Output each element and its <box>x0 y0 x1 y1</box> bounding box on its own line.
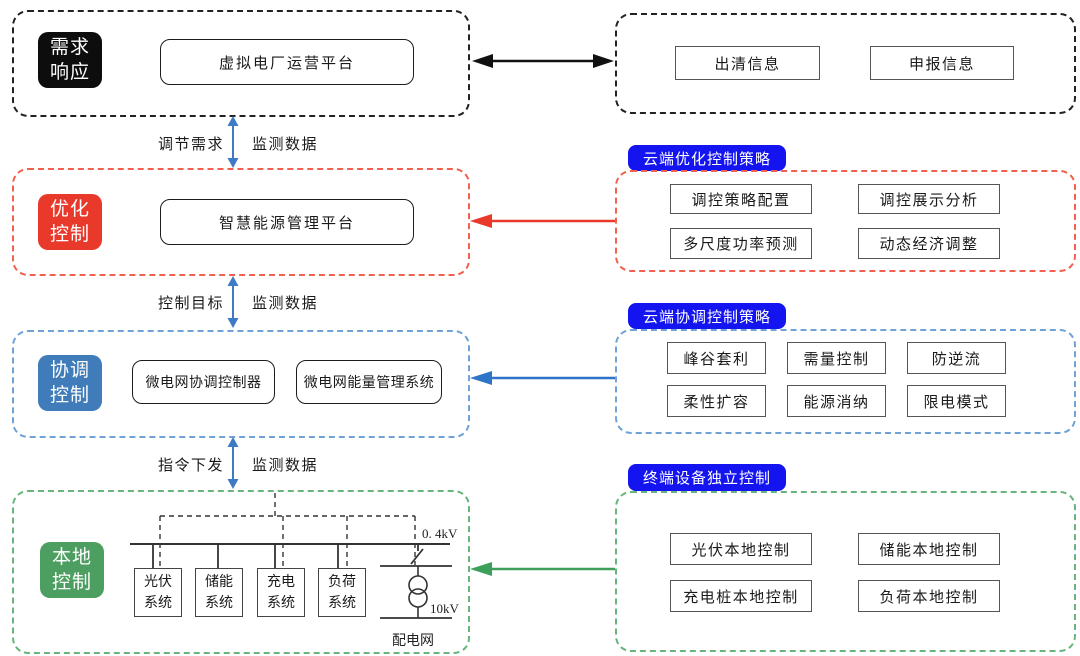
optimize-strategy-arrow <box>470 214 615 228</box>
tag-line: 优化 <box>49 199 90 220</box>
arrowhead-left <box>470 562 492 576</box>
bus-voltage-label: 0. 4kV <box>422 526 458 541</box>
storage-local-control-box: 储能本地控制 <box>858 533 1000 565</box>
coordinate-control-panel <box>12 330 470 438</box>
peak-valley-arbitrage-box: 峰谷套利 <box>667 342 766 374</box>
coordinate-strategy-arrow <box>470 371 615 385</box>
box-line: 光伏 <box>144 574 172 590</box>
box-line: 系统 <box>205 595 233 611</box>
load-system-box: 负荷 系统 <box>318 568 366 617</box>
flow2-up-label: 监测数据 <box>252 296 319 312</box>
coordinate-control-tag: 协调 控制 <box>38 355 102 411</box>
charger-local-control-box: 充电桩本地控制 <box>670 580 812 612</box>
flexible-expansion-box: 柔性扩容 <box>667 385 766 417</box>
tag-line: 控制 <box>51 572 92 593</box>
transformer-coil-1 <box>408 575 428 595</box>
arrowhead-down <box>227 158 239 168</box>
cloud-coordinate-header: 云端协调控制策略 <box>628 303 786 329</box>
economic-adjust-box: 动态经济调整 <box>858 228 1000 259</box>
arrowhead-left <box>470 371 492 385</box>
terminal-control-panel <box>615 491 1076 652</box>
box-line: 充电 <box>267 574 295 590</box>
vpp-operation-platform-box: 虚拟电厂运营平台 <box>160 39 414 85</box>
anti-backflow-box: 防逆流 <box>907 342 1006 374</box>
market-double-arrow <box>472 54 614 68</box>
tag-line: 响应 <box>49 62 90 83</box>
demand-response-panel <box>12 10 470 117</box>
flow2-down-label: 控制目标 <box>157 296 224 312</box>
arrowhead-down <box>227 318 239 328</box>
flow-arrow-1 <box>227 116 239 168</box>
pv-local-control-box: 光伏本地控制 <box>670 533 812 565</box>
box-line: 系统 <box>328 595 356 611</box>
flow1-down-label: 调节需求 <box>157 137 224 153</box>
power-forecast-box: 多尺度功率预测 <box>670 228 812 259</box>
grid-voltage-label: 10kV <box>430 601 460 616</box>
cloud-coordinate-panel <box>615 329 1076 434</box>
box-line: 储能 <box>205 574 233 590</box>
demand-response-tag: 需求 响应 <box>38 32 102 88</box>
tag-line: 控制 <box>49 224 90 245</box>
terminal-control-arrow <box>470 562 615 576</box>
strategy-config-box: 调控策略配置 <box>670 184 812 214</box>
charging-system-box: 充电 系统 <box>257 568 305 617</box>
optimize-control-tag: 优化 控制 <box>38 194 102 250</box>
local-control-panel <box>12 490 470 654</box>
storage-system-box: 储能 系统 <box>195 568 243 617</box>
demand-control-box: 需量控制 <box>787 342 886 374</box>
flow3-up-label: 监测数据 <box>252 458 319 474</box>
microgrid-ems-box: 微电网能量管理系统 <box>296 360 442 404</box>
tag-line: 控制 <box>49 385 90 406</box>
single-line-diagram: 0. 4kV 10kV 配电网 <box>130 493 460 649</box>
declaration-info-box: 申报信息 <box>870 46 1014 80</box>
smart-energy-platform-box: 智慧能源管理平台 <box>160 199 414 245</box>
box-line: 系统 <box>144 595 172 611</box>
flow3-down-label: 指令下发 <box>157 458 224 474</box>
arrowhead-up <box>227 276 239 286</box>
arrowhead-left <box>470 214 492 228</box>
load-local-control-box: 负荷本地控制 <box>858 580 1000 612</box>
local-control-tag: 本地 控制 <box>40 542 104 598</box>
box-line: 负荷 <box>328 574 356 590</box>
cloud-optimize-panel <box>615 170 1076 272</box>
arrowhead-left <box>472 54 493 68</box>
power-limit-mode-box: 限电模式 <box>907 385 1006 417</box>
arrowhead-right <box>593 54 614 68</box>
arrowhead-up <box>227 116 239 126</box>
flow-arrow-2 <box>227 276 239 328</box>
box-line: 系统 <box>267 595 295 611</box>
tag-line: 协调 <box>49 360 90 381</box>
display-analysis-box: 调控展示分析 <box>858 184 1000 214</box>
tag-line: 需求 <box>49 37 90 58</box>
transformer-coil-2 <box>408 588 428 608</box>
clearing-info-box: 出清信息 <box>675 46 820 80</box>
terminal-control-header: 终端设备独立控制 <box>628 464 786 491</box>
switch-blade <box>410 548 424 565</box>
flow1-up-label: 监测数据 <box>252 137 319 153</box>
arrowhead-up <box>227 437 239 447</box>
arrowhead-down <box>227 479 239 489</box>
energy-consumption-box: 能源消纳 <box>787 385 886 417</box>
cloud-optimize-header: 云端优化控制策略 <box>628 145 786 171</box>
market-info-panel <box>615 13 1076 114</box>
optimize-control-panel <box>12 168 470 276</box>
tag-line: 本地 <box>51 547 92 568</box>
pv-system-box: 光伏 系统 <box>134 568 182 617</box>
microgrid-controller-box: 微电网协调控制器 <box>132 360 275 404</box>
grid-name-label: 配电网 <box>392 633 434 649</box>
flow-arrow-3 <box>227 437 239 489</box>
